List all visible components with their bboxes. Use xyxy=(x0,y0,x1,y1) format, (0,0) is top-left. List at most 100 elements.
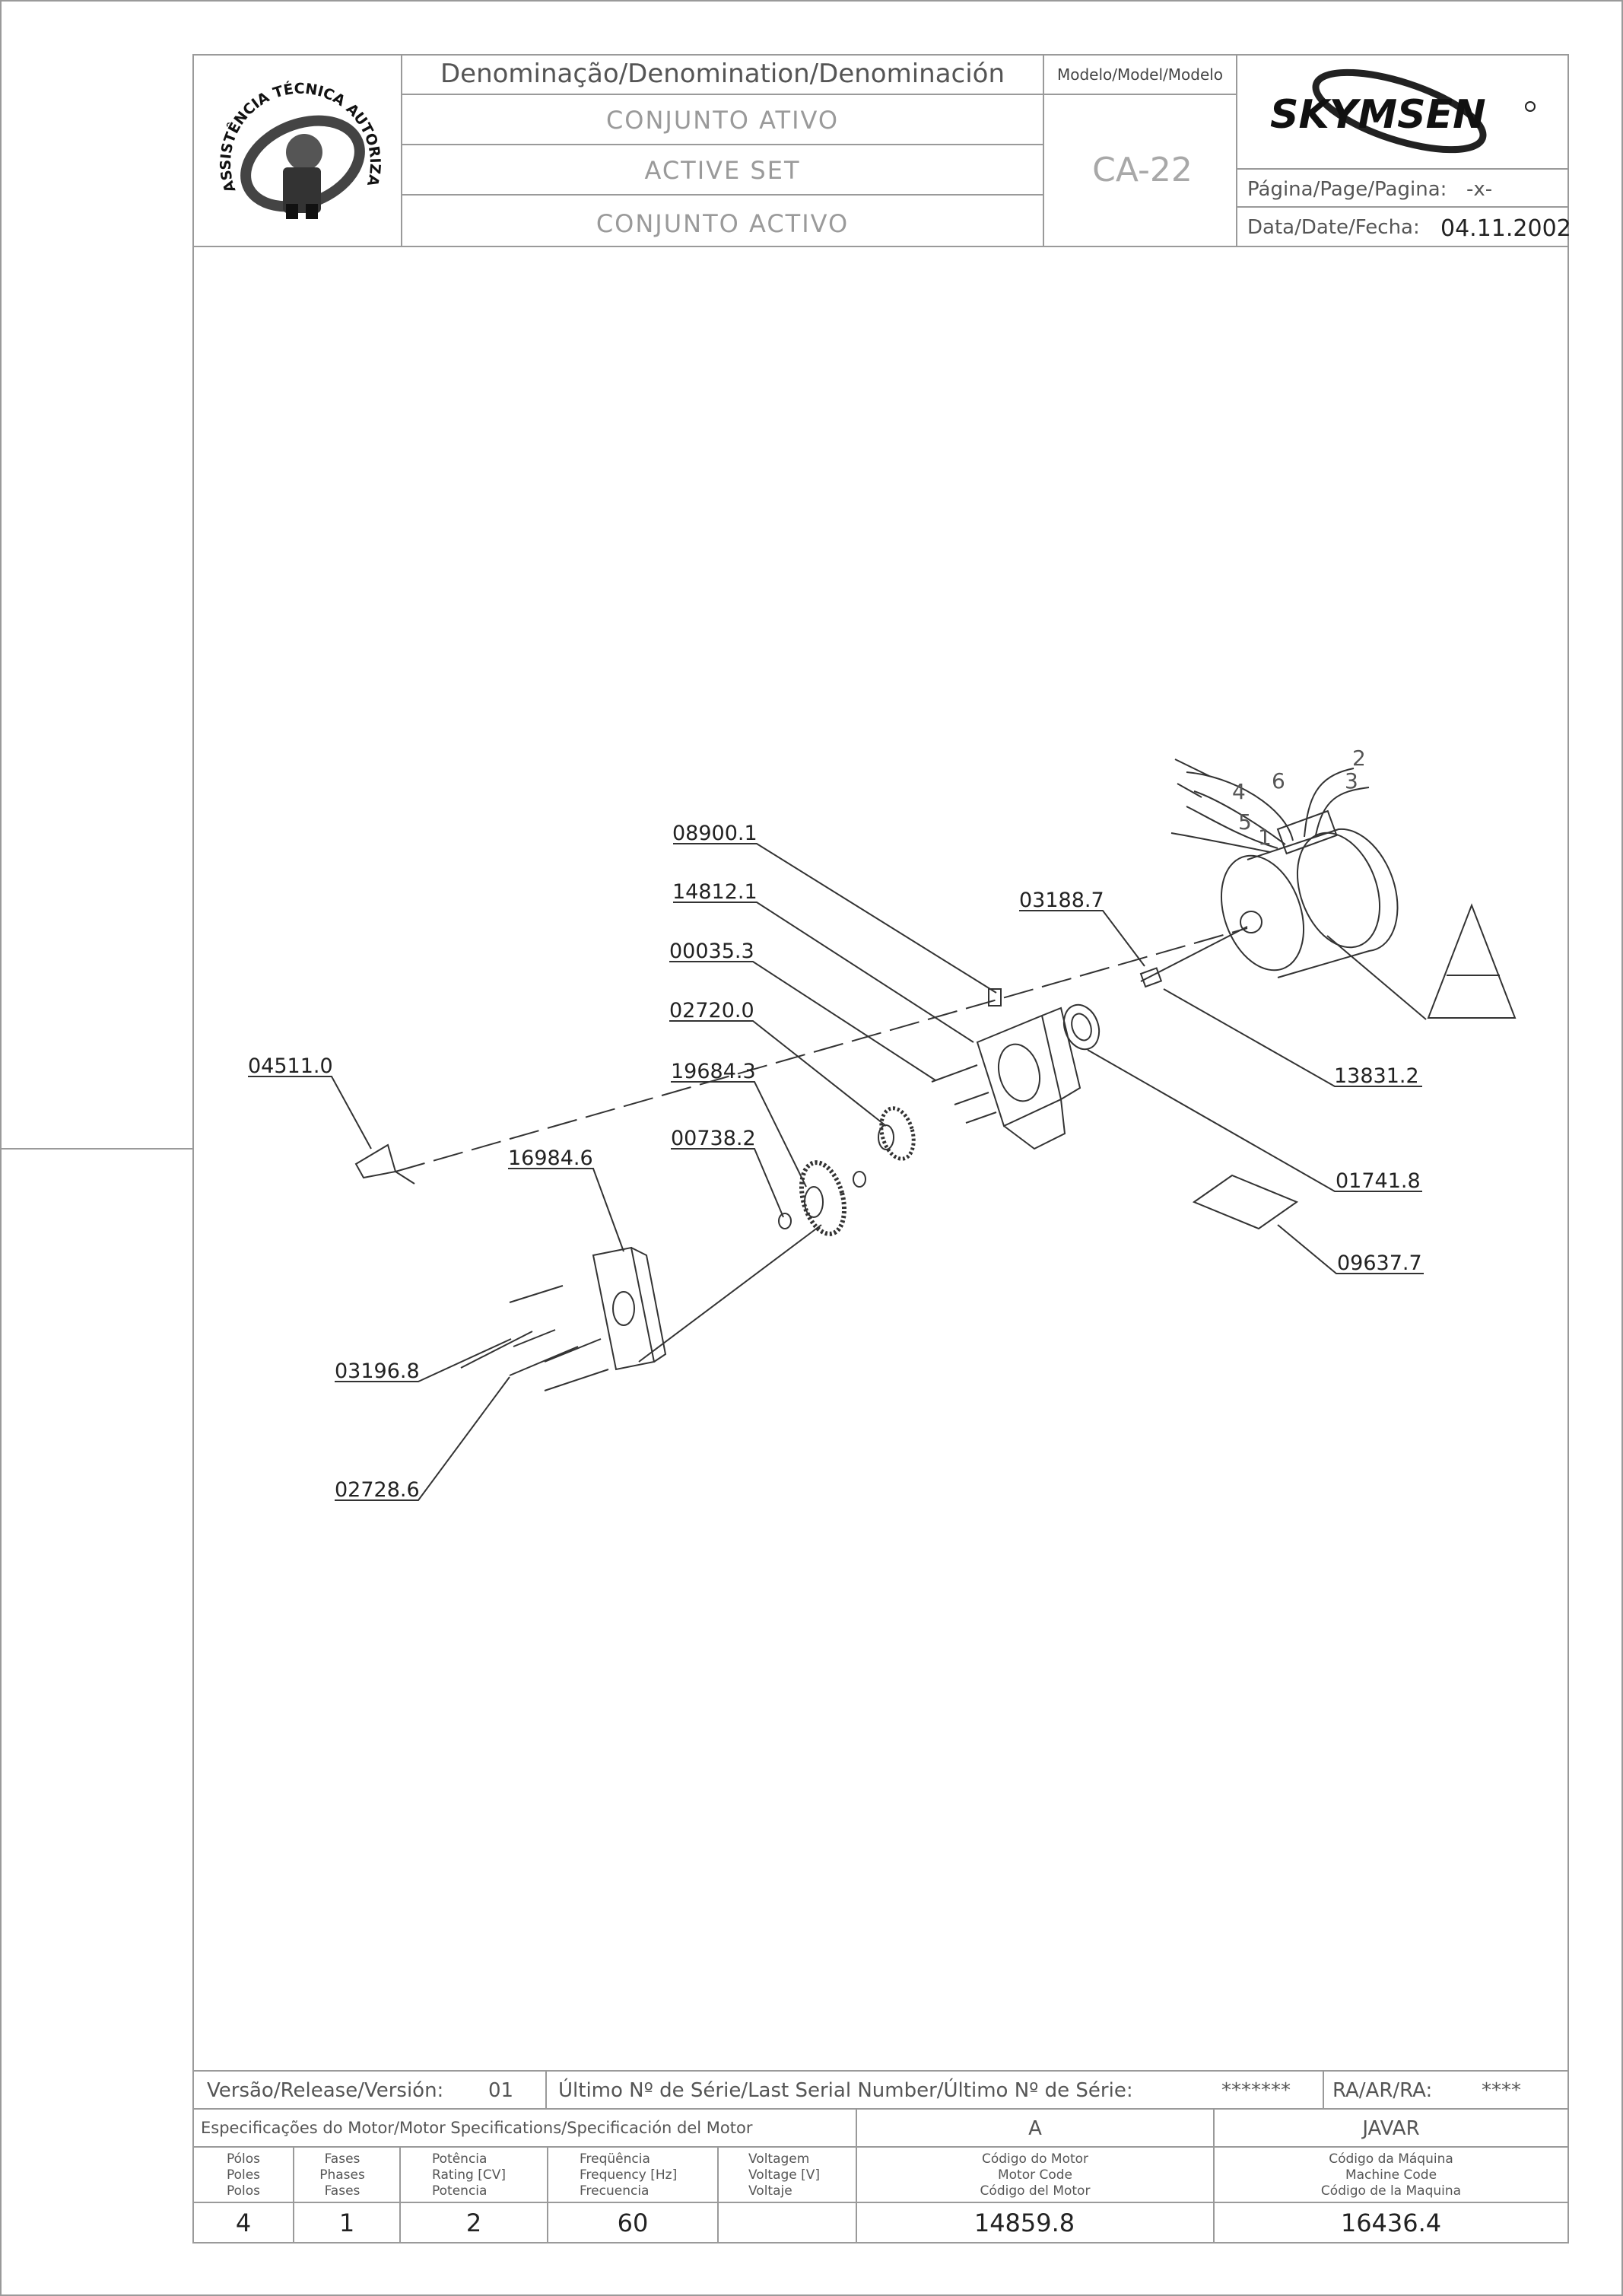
motor-body xyxy=(1140,809,1399,982)
part-label-02720: 02720.0 xyxy=(669,999,754,1022)
name-portuguese: CONJUNTO ATIVO xyxy=(605,106,840,135)
leader-16984 xyxy=(508,1168,624,1252)
ra-value: **** xyxy=(1482,2079,1521,2102)
small-gear xyxy=(879,1106,916,1161)
motor-spec-value: A xyxy=(1028,2117,1042,2140)
axis-line xyxy=(395,927,1248,1172)
phases-value: 1 xyxy=(338,2209,355,2237)
col-poles-en: Poles xyxy=(226,2167,261,2183)
leader-03196 xyxy=(335,1338,512,1382)
machine-code-value: 16436.4 xyxy=(1340,2209,1442,2237)
leader-08900 xyxy=(673,843,997,994)
denomination-label: Denominação/Denomination/Denominación xyxy=(440,59,1005,89)
warning-triangle xyxy=(1427,903,1517,1019)
col-motor-code-en: Motor Code xyxy=(997,2167,1073,2183)
washer xyxy=(778,1213,792,1229)
machine-brand: JAVAR xyxy=(1362,2117,1420,2140)
leader-00035 xyxy=(669,961,936,1081)
leader-14812 xyxy=(673,902,974,1043)
front-cover xyxy=(592,1246,667,1371)
col-volt-en: Voltage [V] xyxy=(748,2167,821,2183)
col-machine-code-en: Machine Code xyxy=(1345,2167,1437,2183)
leader-04511 xyxy=(248,1076,372,1150)
cap-screw xyxy=(988,988,1002,1006)
wire-label-1: 1 xyxy=(1258,825,1272,850)
model-label: Modelo/Model/Modelo xyxy=(1056,65,1224,84)
brand-text: SKYMSEN xyxy=(1270,92,1486,138)
col-phases-es: Fases xyxy=(324,2183,360,2199)
page-label: Página/Page/Pagina: xyxy=(1247,178,1447,201)
gear-housing xyxy=(976,1006,1081,1150)
front-screws xyxy=(460,1285,609,1391)
wire-label-3: 3 xyxy=(1345,768,1358,793)
part-label-00035: 00035.3 xyxy=(669,940,754,963)
motor-spec-label: Especificações do Motor/Motor Specificat… xyxy=(201,2119,753,2137)
part-label-01741: 01741.8 xyxy=(1336,1169,1421,1193)
wire-label-4: 4 xyxy=(1232,779,1246,804)
col-volt-pt: Voltagem xyxy=(748,2151,810,2167)
wire-label-2: 2 xyxy=(1352,746,1366,771)
serial-label: Último Nº de Série/Last Serial Number/Úl… xyxy=(558,2079,1133,2102)
washer-2 xyxy=(853,1171,866,1188)
col-machine-code-pt: Código da Máquina xyxy=(1329,2151,1453,2167)
date-label: Data/Date/Fecha: xyxy=(1247,216,1420,239)
name-spanish: CONJUNTO ACTIVO xyxy=(596,209,850,238)
col-poles-pt: Pólos xyxy=(226,2151,261,2167)
col-power-es: Potencia xyxy=(432,2183,488,2199)
model-value: CA-22 xyxy=(1092,151,1193,189)
col-freq-es: Frecuencia xyxy=(580,2183,650,2199)
serial-value: ******* xyxy=(1221,2079,1291,2102)
col-volt-es: Voltaje xyxy=(748,2183,792,2199)
leader-00738 xyxy=(671,1148,784,1218)
version-value: 01 xyxy=(488,2079,514,2102)
part-label-04511: 04511.0 xyxy=(248,1054,333,1078)
leader-01741 xyxy=(1087,1049,1422,1192)
col-motor-code-pt: Código do Motor xyxy=(981,2151,1089,2167)
col-phases-en: Phases xyxy=(319,2167,365,2183)
motor-wires xyxy=(1170,758,1370,853)
col-freq-pt: Freqüência xyxy=(580,2151,650,2167)
seal-logo: ASSISTÊNCIA TÉCNICA AUTORIZADA xyxy=(213,61,383,219)
version-label: Versão/Release/Versión: xyxy=(207,2079,444,2102)
col-motor-code-es: Código del Motor xyxy=(980,2183,1091,2199)
skymsen-logo: SKYMSEN xyxy=(1270,68,1536,154)
part-label-03196: 03196.8 xyxy=(335,1359,420,1383)
large-gear xyxy=(799,1160,847,1236)
housing-screws xyxy=(931,1064,997,1124)
part-label-02728: 02728.6 xyxy=(335,1478,420,1502)
col-phases-pt: Fases xyxy=(324,2151,360,2167)
part-label-19684: 19684.3 xyxy=(671,1060,756,1083)
instruction-sheet xyxy=(1192,1174,1299,1230)
col-machine-code-es: Código de la Maquina xyxy=(1320,2183,1462,2199)
part-label-03188: 03188.7 xyxy=(1019,889,1104,912)
leader-13831 xyxy=(1163,988,1422,1087)
axis-line-lower xyxy=(638,1224,822,1363)
leader-02728 xyxy=(335,1376,510,1501)
part-label-09637: 09637.7 xyxy=(1337,1251,1422,1275)
knob xyxy=(354,1143,415,1185)
part-label-13831: 13831.2 xyxy=(1334,1064,1419,1088)
motor-code-value: 14859.8 xyxy=(973,2209,1075,2237)
leader-09637 xyxy=(1277,1224,1424,1274)
seal-ring xyxy=(1062,1003,1101,1051)
wire-label-5: 5 xyxy=(1238,809,1252,835)
leader-03188 xyxy=(1019,910,1145,967)
part-label-16984: 16984.6 xyxy=(508,1146,593,1170)
part-label-08900: 08900.1 xyxy=(672,822,758,845)
part-label-00738: 00738.2 xyxy=(671,1127,756,1150)
ra-label: RA/AR/RA: xyxy=(1332,2079,1433,2102)
part-label-14812: 14812.1 xyxy=(672,880,758,904)
col-power-en: Rating [CV] xyxy=(432,2167,506,2183)
wire-label-6: 6 xyxy=(1272,768,1285,793)
inner-frame xyxy=(192,54,1569,2244)
page-value: -x- xyxy=(1466,178,1493,201)
power-value: 2 xyxy=(465,2209,482,2237)
date-value: 04.11.2002 xyxy=(1440,215,1571,242)
col-poles-es: Polos xyxy=(226,2183,261,2199)
poles-value: 4 xyxy=(235,2209,252,2237)
leader-02720 xyxy=(669,1020,887,1127)
col-freq-en: Frequency [Hz] xyxy=(580,2167,678,2183)
name-english: ACTIVE SET xyxy=(644,156,801,185)
